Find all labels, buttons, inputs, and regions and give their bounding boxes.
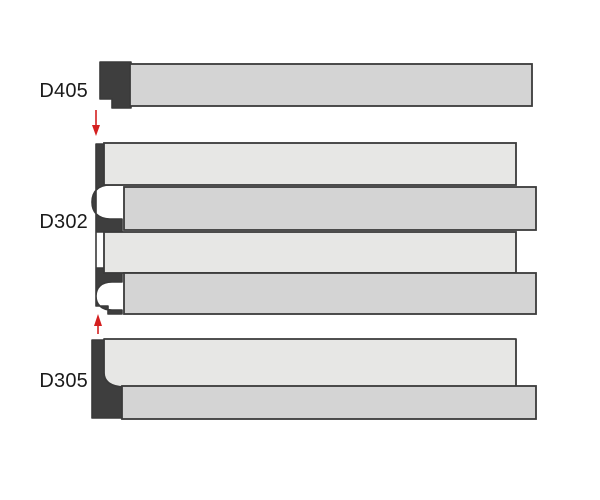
profile-label-d302: D302 (39, 211, 88, 233)
profile-label-d405: D405 (39, 80, 88, 102)
profile-label-d305: D305 (39, 370, 88, 392)
d302-bar-3 (103, 231, 517, 274)
arrow-down-head (92, 125, 100, 136)
arrow-up-head (94, 314, 102, 326)
d302-bar-1 (103, 142, 517, 186)
d302-bar-4 (123, 272, 537, 315)
d405-left-spine (99, 61, 132, 109)
d302-bar-2 (123, 186, 537, 231)
d305-bar-2 (121, 385, 537, 420)
d305-bar-1 (103, 338, 517, 388)
d405-bar-1 (129, 63, 533, 107)
